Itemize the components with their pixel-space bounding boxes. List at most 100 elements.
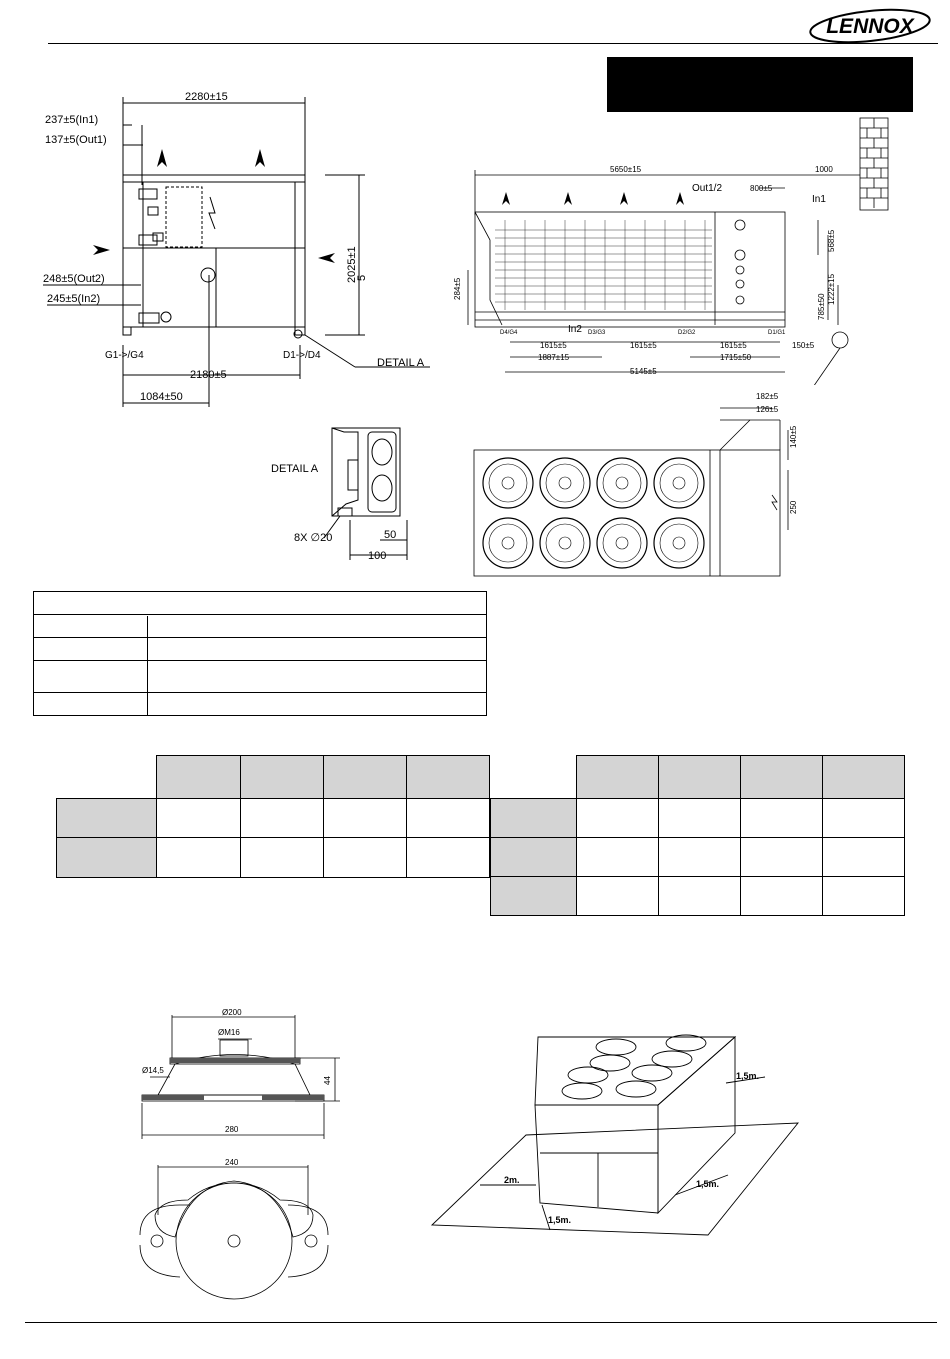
left-load-table <box>55 755 491 878</box>
right-cell <box>739 798 823 838</box>
detail-a-holes: 8X ∅20 <box>294 532 332 544</box>
side-dim-785: 785±50 <box>817 293 826 320</box>
label-detail-a-ref: DETAIL A <box>377 357 425 369</box>
lennox-logo: LENNOX <box>809 8 931 44</box>
side-dim-150: 150±5 <box>792 341 815 350</box>
right-cell <box>739 837 823 877</box>
left-col-3 <box>322 755 407 799</box>
left-row-2-head <box>55 837 158 878</box>
side-dim-284: 284±5 <box>453 277 462 300</box>
detail-a-dim-50: 50 <box>384 529 396 541</box>
side-dim-1615-b: 1615±5 <box>630 341 657 350</box>
footer-rule <box>25 1322 937 1323</box>
mount-dim-m16: ØM16 <box>218 1028 240 1037</box>
logo-text: LENNOX <box>826 15 916 38</box>
specs-row-4 <box>34 692 486 693</box>
specs-row-1 <box>34 614 486 615</box>
right-row-2-head <box>490 837 577 877</box>
side-dim-568: 568±5 <box>827 229 836 252</box>
side-dim-800: 800±5 <box>750 184 773 193</box>
specs-divider <box>147 616 148 715</box>
right-load-table <box>490 755 906 916</box>
right-cell <box>821 798 906 838</box>
side-dim-1615-a: 1615±5 <box>540 341 567 350</box>
dim-foot-span: 2180±5 <box>190 369 227 381</box>
clearance-left: 2m. <box>504 1175 520 1185</box>
left-cell <box>405 837 491 878</box>
top-dim-250: 250 <box>789 500 798 514</box>
mount-dim-44: 44 <box>323 1076 332 1085</box>
right-cell <box>657 837 741 877</box>
dim-cg: 1084±50 <box>140 391 183 403</box>
left-col-1 <box>156 755 241 799</box>
dim-out2: 248±5(Out2) <box>43 273 105 285</box>
front-view-drawing: 2280±15 237±5(In1) 137±5(Out1) 248±5(Out… <box>43 91 430 407</box>
top-dim-140: 140±5 <box>789 425 798 448</box>
mount-dim-240: 240 <box>225 1158 239 1167</box>
fan-grid <box>482 457 705 569</box>
left-cell <box>239 837 324 878</box>
left-cell <box>156 837 241 878</box>
antivibration-mount-drawing: Ø200 ØM16 Ø14,5 44 280 240 <box>139 1008 340 1300</box>
left-col-2 <box>239 755 324 799</box>
dim-in2: 245±5(In2) <box>47 293 100 305</box>
right-cell <box>739 876 823 916</box>
left-row-1-head <box>55 798 158 838</box>
specs-table <box>33 591 487 716</box>
top-view-drawing: 182±5 126±5 140±5 250 <box>473 392 798 577</box>
left-corner <box>57 756 157 799</box>
left-cell <box>322 798 407 838</box>
left-cell <box>239 798 324 838</box>
left-cell <box>405 798 491 838</box>
right-col-1 <box>575 755 659 799</box>
right-cell <box>575 798 659 838</box>
clearance-front: 1,5m. <box>548 1215 571 1225</box>
side-label-d4g4: D4/G4 <box>500 330 518 336</box>
clearance-side: 1,5m. <box>696 1179 719 1189</box>
mount-dim-145: Ø14,5 <box>142 1066 164 1075</box>
detail-a-dim-100: 100 <box>368 550 386 562</box>
side-dim-1715: 1715±50 <box>720 353 752 362</box>
right-col-3 <box>739 755 823 799</box>
right-cell <box>821 876 906 916</box>
side-dim-clearance: 1000 <box>815 165 833 174</box>
side-dim-1887: 1887±15 <box>538 353 570 362</box>
side-label-in2: In2 <box>568 324 582 335</box>
right-cell <box>657 798 741 838</box>
mount-dim-200: Ø200 <box>222 1008 242 1017</box>
top-dim-182: 182±5 <box>756 392 779 401</box>
dim-tolerance: 5 <box>356 275 368 281</box>
clearance-drawing: 1,5m. 1,5m. 1,5m. 2m. <box>430 1034 799 1236</box>
side-label-out: Out1/2 <box>692 183 722 194</box>
label-g-connections: G1->/G4 <box>105 350 144 361</box>
mount-dim-280: 280 <box>225 1125 239 1134</box>
side-label-d2g2: D2/G2 <box>678 330 696 336</box>
left-col-4 <box>405 755 491 799</box>
side-label-d1g1: D1/G1 <box>768 330 786 336</box>
side-view-drawing: 5650±15 1000 800±5 284±5 568±5 1222±15 7… <box>453 165 860 385</box>
right-cell <box>575 876 659 916</box>
detail-a-title: DETAIL A <box>271 463 319 475</box>
top-dim-126: 126±5 <box>756 405 779 414</box>
side-dim-length: 5650±15 <box>610 165 642 174</box>
right-cell <box>657 876 741 916</box>
left-cell <box>156 798 241 838</box>
header-rule <box>48 43 938 44</box>
title-block <box>607 57 913 112</box>
label-d-connections: D1->/D4 <box>283 350 321 361</box>
right-corner <box>491 756 577 799</box>
right-row-3-head <box>490 876 577 916</box>
specs-row-2 <box>34 637 486 638</box>
wall-symbol <box>859 117 889 211</box>
right-cell <box>821 837 906 877</box>
dim-height: 2025±1 <box>346 246 358 283</box>
left-cell <box>322 837 407 878</box>
right-col-4 <box>821 755 906 799</box>
side-dim-5145: 5145±5 <box>630 367 657 376</box>
side-label-d3g3: D3/G3 <box>588 330 606 336</box>
dim-width: 2280±15 <box>185 91 228 103</box>
dim-in1: 237±5(In1) <box>45 114 98 126</box>
right-row-1-head <box>490 798 577 838</box>
right-col-2 <box>657 755 741 799</box>
clearance-back: 1,5m. <box>736 1071 759 1081</box>
